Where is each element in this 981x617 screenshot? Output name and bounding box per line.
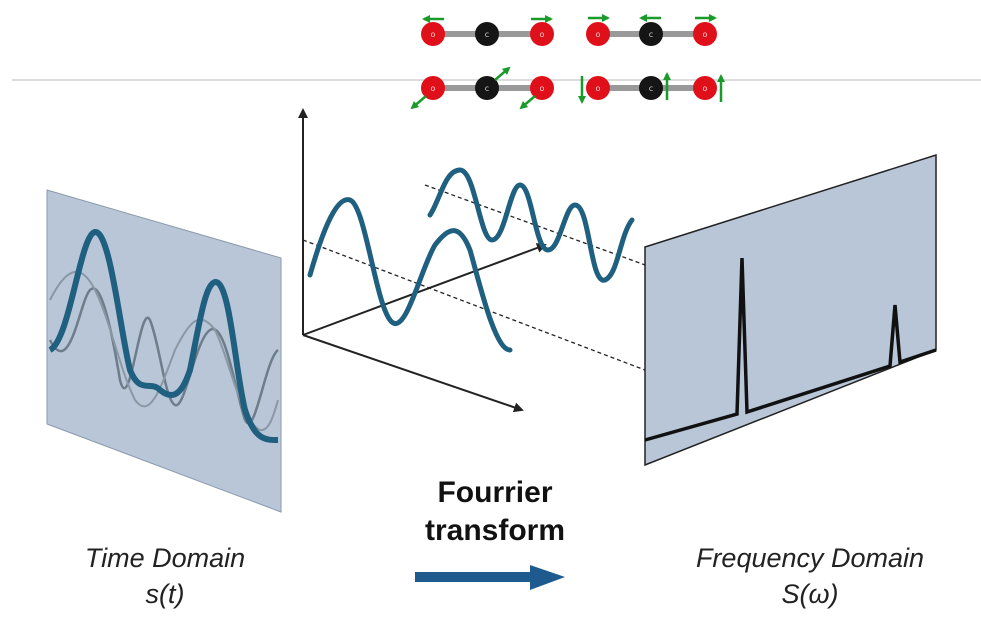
- arrow-icon: [410, 95, 427, 110]
- atom-label-oxygen: o: [431, 30, 436, 39]
- arrow-icon: [494, 66, 511, 81]
- 3d-axes: [298, 108, 547, 413]
- time-domain-label: Time Domain s(t): [55, 540, 275, 612]
- time-domain-title: Time Domain: [84, 543, 246, 573]
- atom-label-oxygen: o: [703, 84, 708, 93]
- oxygen-atom: [530, 22, 554, 46]
- atom-label-carbon: c: [485, 84, 489, 93]
- oxygen-atom: [421, 22, 445, 46]
- oxygen-atom: [693, 76, 717, 100]
- oxygen-atom: [693, 22, 717, 46]
- transform-line-2: transform: [424, 514, 566, 547]
- atom-label-carbon: c: [649, 84, 653, 93]
- mode-asymmetric-stretch: [586, 14, 717, 46]
- mode-symmetric-stretch: [421, 15, 554, 46]
- atom-label-oxygen: o: [540, 30, 545, 39]
- fourier-transform-label: Fourrier transform: [395, 474, 595, 550]
- atom-label-oxygen: o: [431, 84, 436, 93]
- component-waves: [307, 167, 635, 353]
- oxygen-atom: [421, 76, 445, 100]
- frequency-domain-symbol: S(ω): [781, 579, 839, 609]
- high-frequency-wave: [427, 167, 635, 283]
- spectrum-baseline: [644, 257, 937, 442]
- time-signal: [48, 229, 279, 443]
- mode-bending-vertical: [578, 72, 725, 104]
- oxygen-atom: [530, 76, 554, 100]
- atom-label-oxygen: o: [703, 30, 708, 39]
- time-domain-symbol: s(t): [145, 579, 185, 609]
- co2-vibration-modes: o c o o c o o c o o c o: [410, 14, 725, 110]
- carbon-atom: [475, 76, 499, 100]
- oxygen-atom: [586, 76, 610, 100]
- atom-label-oxygen: o: [540, 84, 545, 93]
- time-domain-panel: [46, 189, 282, 513]
- transform-arrow: [415, 565, 565, 590]
- frequency-domain-title: Frequency Domain: [695, 543, 925, 573]
- arrow-icon: [519, 95, 536, 110]
- carbon-atom: [475, 22, 499, 46]
- atom-label-oxygen: o: [596, 30, 601, 39]
- frequency-domain-label: Frequency Domain S(ω): [660, 540, 960, 612]
- mode-bending-diagonal: [410, 66, 554, 110]
- oxygen-atom: [586, 22, 610, 46]
- low-frequency-wave: [307, 197, 513, 353]
- transform-line-1: Fourrier: [437, 476, 553, 509]
- carbon-atom: [639, 76, 663, 100]
- atom-label-carbon: c: [649, 30, 653, 39]
- time-signal-secondary: [48, 287, 279, 425]
- atom-label-carbon: c: [485, 30, 489, 39]
- atom-label-oxygen: o: [596, 84, 601, 93]
- frequency-domain-panel: [644, 153, 937, 467]
- carbon-atom: [639, 22, 663, 46]
